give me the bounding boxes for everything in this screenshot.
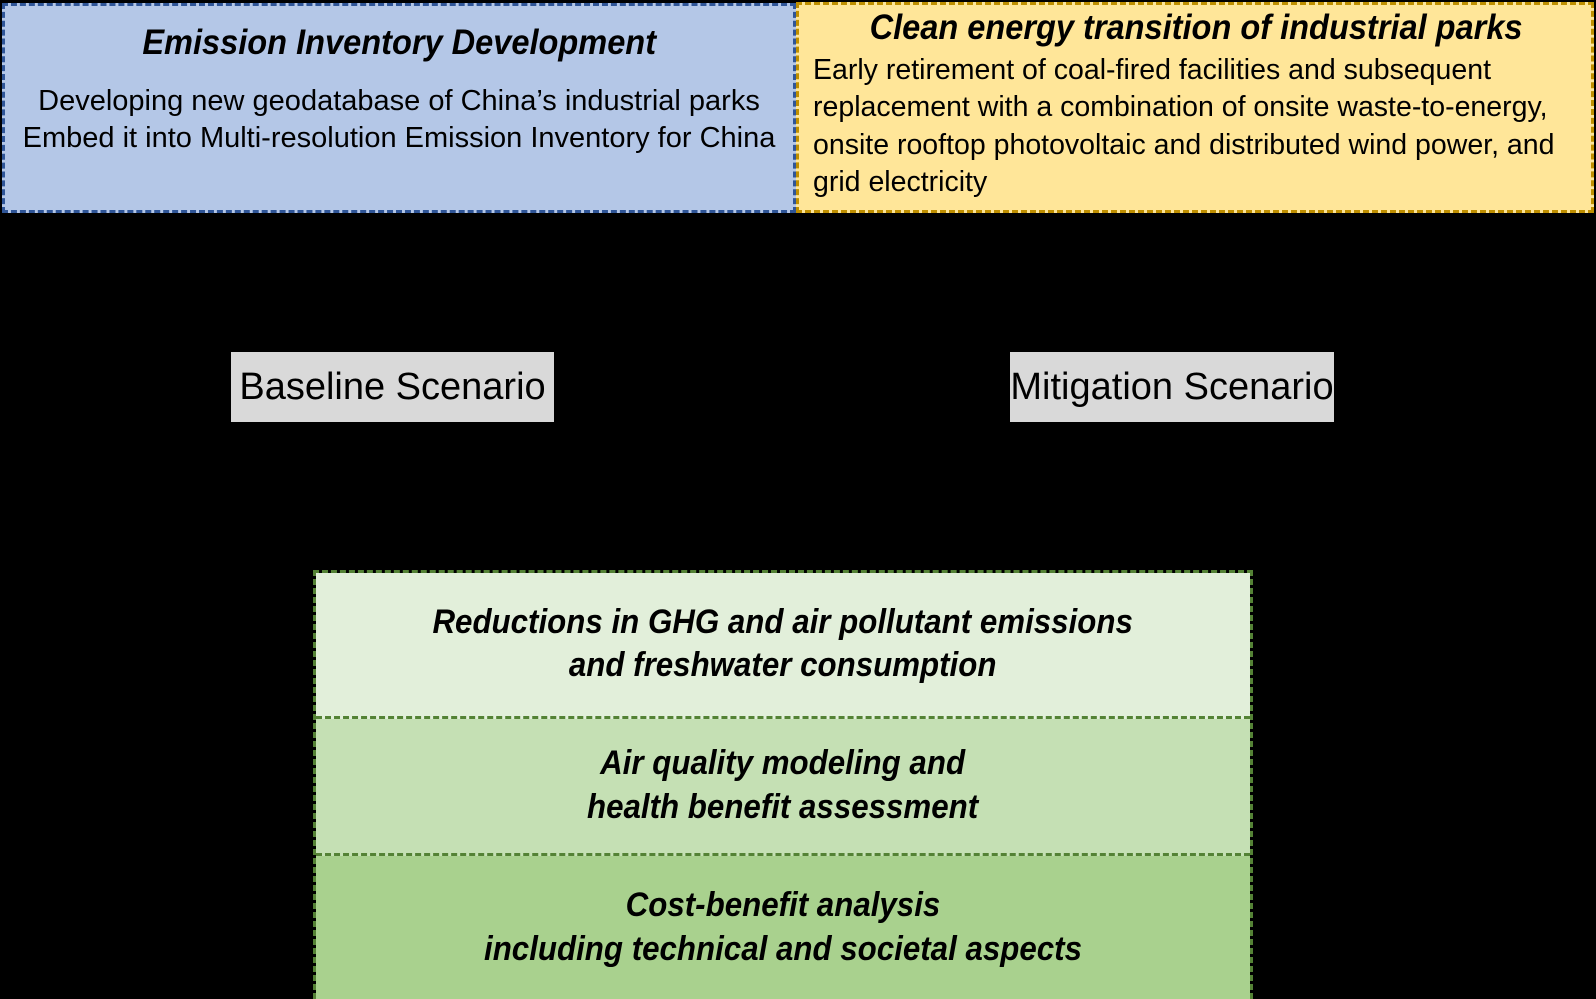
outcome-emission-reductions-line-2: and freshwater consumption xyxy=(569,646,997,685)
emission-inventory-title: Emission Inventory Development xyxy=(142,23,656,62)
clean-energy-box: Clean energy transition of industrial pa… xyxy=(796,2,1594,213)
outcome-air-quality-line-2: health benefit assessment xyxy=(587,788,979,826)
baseline-scenario-box: Baseline Scenario xyxy=(231,352,554,422)
emission-inventory-line-1: Developing new geodatabase of China’s in… xyxy=(38,84,760,117)
clean-energy-body: Early retirement of coal-fired facilitie… xyxy=(813,53,1555,199)
outcomes-stack: Reductions in GHG and air pollutant emis… xyxy=(313,570,1253,999)
outcome-air-quality: Air quality modeling and health benefit … xyxy=(316,718,1250,857)
emission-inventory-line-2: Embed it into Multi-resolution Emission … xyxy=(22,121,776,154)
outcome-air-quality-line-1: Air quality modeling and xyxy=(600,744,966,783)
clean-energy-title: Clean energy transition of industrial pa… xyxy=(869,8,1523,47)
outcome-cost-benefit-line-1: Cost-benefit analysis xyxy=(625,886,941,924)
outcome-emission-reductions-line-1: Reductions in GHG and air pollutant emis… xyxy=(432,602,1134,641)
mitigation-scenario-box: Mitigation Scenario xyxy=(1010,352,1334,422)
outcome-cost-benefit: Cost-benefit analysis including technica… xyxy=(316,856,1250,999)
emission-inventory-box: Emission Inventory Development Developin… xyxy=(2,3,796,213)
outcome-emission-reductions: Reductions in GHG and air pollutant emis… xyxy=(316,573,1250,719)
outcome-cost-benefit-line-2: including technical and societal aspects xyxy=(484,929,1082,968)
emission-inventory-body: Developing new geodatabase of China’s in… xyxy=(23,83,776,157)
